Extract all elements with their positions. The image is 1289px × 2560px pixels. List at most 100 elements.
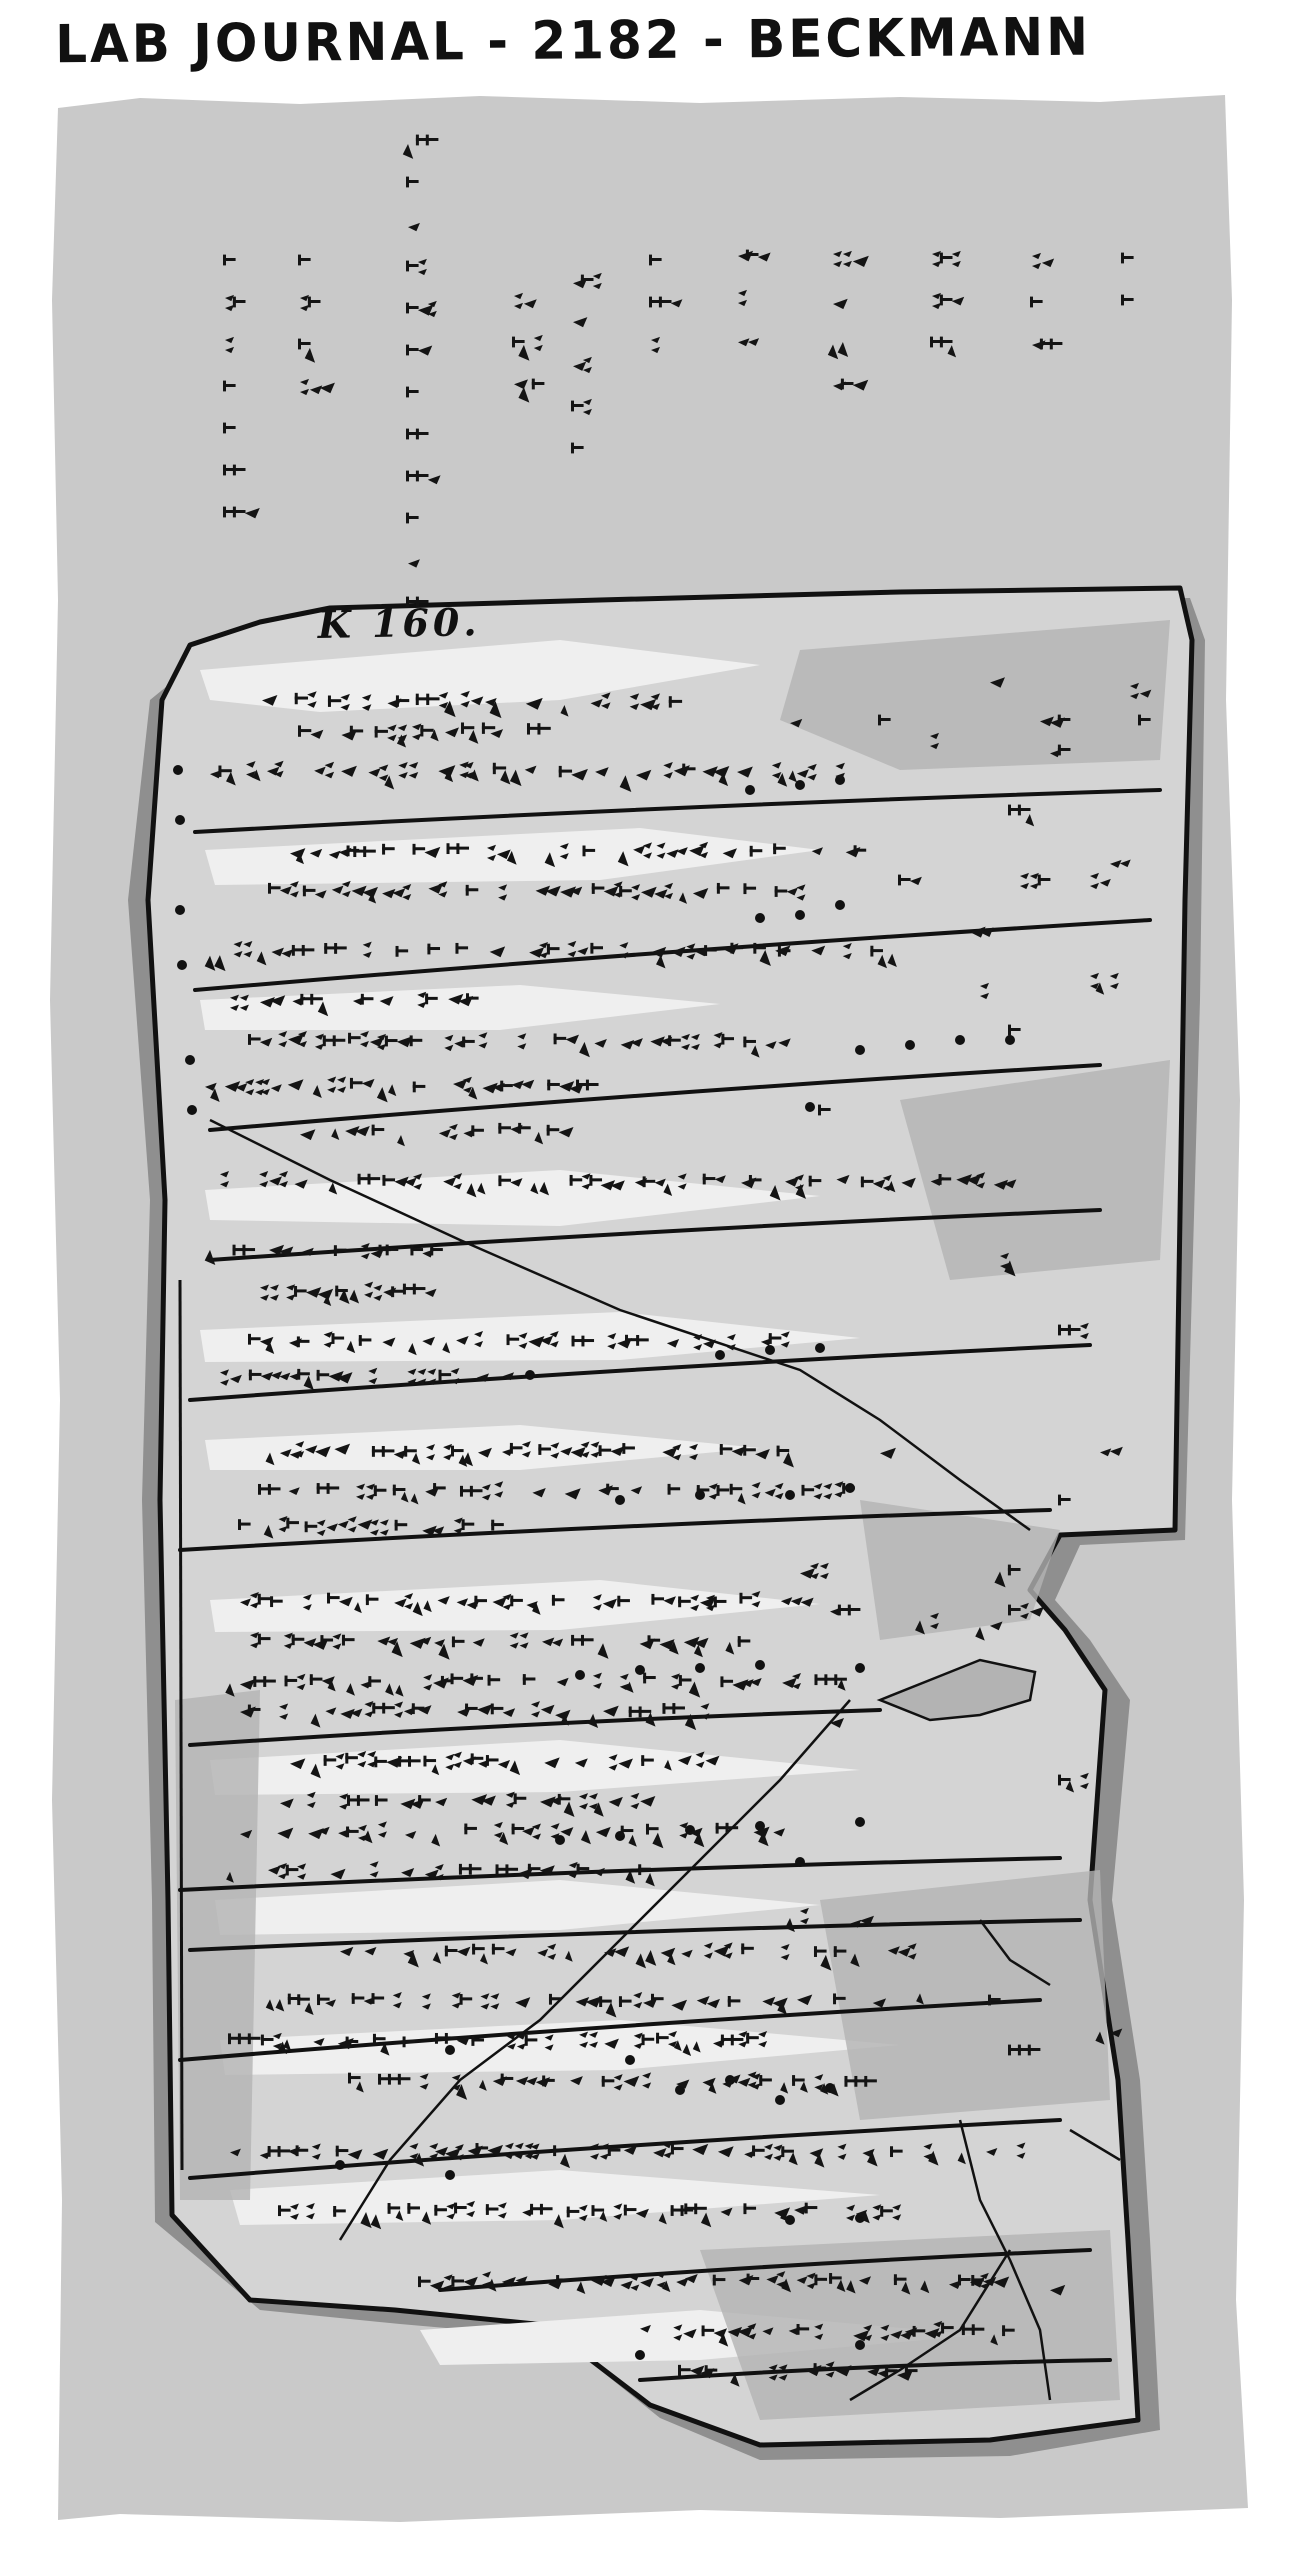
separator-dot (185, 1055, 195, 1065)
cuneiform-sign (619, 769, 652, 792)
ruling-line (188, 1343, 1092, 1402)
cuneiform-sign (340, 1946, 354, 1957)
cuneiform-sign (333, 2205, 346, 2217)
cuneiform-sign (986, 2147, 998, 2156)
cuneiform-sign (920, 2280, 930, 2294)
cuneiform-sign (771, 761, 797, 787)
cuneiform-sign (560, 886, 583, 898)
cuneiform-sign (643, 1672, 656, 1684)
cuneiform-sign (923, 2143, 939, 2166)
cuneiform-sign (671, 1999, 688, 2011)
cuneiform-sign (325, 1999, 336, 2007)
cuneiform-sign (850, 1915, 874, 1928)
cuneiform-sign (544, 2034, 554, 2051)
cuneiform-sign (297, 1863, 307, 1880)
cuneiform-sign (504, 2142, 534, 2160)
cuneiform-sign (418, 1705, 432, 1715)
separator-dot (855, 1663, 865, 1673)
cuneiform-sign (278, 1030, 307, 1048)
cuneiform-sign (1008, 804, 1035, 827)
separator-dot (855, 2340, 865, 2350)
separator-dot (445, 2045, 455, 2055)
cuneiform-sign (590, 2143, 621, 2160)
cuneiform-sign (1130, 682, 1152, 700)
cuneiform-sign (351, 1993, 385, 2005)
cuneiform-sign (564, 1488, 581, 1500)
cuneiform-sign (371, 1124, 385, 1136)
cuneiform-sign (1008, 2044, 1041, 2056)
cuneiform-sign (511, 1079, 535, 1090)
ruling-line (178, 1998, 1042, 2062)
cuneiform-sign (598, 1445, 625, 1457)
cuneiform-sign (738, 289, 747, 307)
cuneiform-sign (346, 1676, 381, 1696)
cuneiform-sign (990, 677, 1005, 688)
separator-dot (765, 1345, 775, 1355)
cuneiform-sign (571, 1634, 594, 1646)
cuneiform-sign (553, 2145, 571, 2169)
cuneiform-sign (957, 2152, 966, 2165)
cuneiform-sign (378, 2073, 411, 2085)
cuneiform-sign (253, 1676, 276, 1687)
cuneiform-sign (527, 1863, 555, 1876)
cuneiform-sign (1110, 859, 1131, 868)
separator-dot (755, 913, 765, 923)
cuneiform-sign (230, 2148, 241, 2157)
cuneiform-sign (406, 428, 429, 440)
cuneiform-sign (362, 886, 396, 904)
cuneiform-sign (506, 2033, 538, 2050)
cuneiform-sign (1008, 1024, 1021, 1036)
ruling-line (208, 1063, 1102, 1132)
cuneiform-sign (361, 694, 372, 711)
cuneiform-sign (377, 1636, 403, 1658)
cuneiform-sign (300, 1129, 316, 1141)
cuneiform-sign (328, 1182, 338, 1195)
cuneiform-sign (256, 947, 294, 966)
cuneiform-sign (682, 2041, 701, 2057)
cuneiform-sign (1016, 2142, 1026, 2159)
cuneiform-sign (498, 1175, 523, 1187)
cuneiform-sign (777, 945, 791, 957)
cuneiform-sign (279, 1703, 289, 1720)
cuneiform-sign (294, 1179, 308, 1189)
cuneiform-sign (408, 222, 420, 232)
cuneiform-sign (607, 1333, 638, 1350)
cuneiform-sign (553, 2204, 588, 2229)
cuneiform-sign (768, 2364, 788, 2381)
cuneiform-sign (537, 1943, 557, 1960)
cuneiform-sign (738, 338, 760, 347)
cuneiform-sign (248, 1333, 275, 1354)
cuneiform-sign (461, 722, 496, 744)
cuneiform-sign (750, 1678, 762, 1687)
cuneiform-sign (780, 2075, 808, 2094)
cuneiform-sign (418, 2276, 445, 2291)
cuneiform-sign (656, 2271, 689, 2293)
cuneiform-sign (666, 1339, 680, 1348)
cuneiform-sign (377, 1033, 413, 1051)
cuneiform-sign (778, 1038, 791, 1048)
cuneiform-sign (737, 766, 753, 778)
cuneiform-sign (467, 2143, 504, 2157)
separator-dots (173, 765, 1015, 2360)
cuneiform-sign (680, 1033, 700, 1051)
cuneiform-sign (435, 2144, 464, 2161)
cuneiform-sign (474, 1330, 484, 1348)
cuneiform-sign (421, 2203, 456, 2225)
separator-dot (625, 2055, 635, 2065)
cuneiform-sign (349, 1077, 375, 1089)
cuneiform-sign (702, 2077, 734, 2094)
cuneiform-sign (571, 1335, 595, 1347)
cuneiform-sign (448, 993, 479, 1007)
cuneiform-sign (980, 982, 989, 1000)
cuneiform-sign (314, 761, 335, 779)
cuneiform-sign (862, 2148, 878, 2167)
cuneiform-sign (741, 1174, 762, 1189)
cuneiform-sign (887, 1177, 916, 1193)
cuneiform-sign (653, 2141, 684, 2159)
cuneiform-sign (715, 1822, 739, 1834)
cuneiform-sign (743, 1036, 777, 1058)
cuneiform-sign (336, 1372, 353, 1384)
cuneiform-sign (490, 1703, 516, 1718)
cuneiform-sign (353, 846, 376, 858)
cuneiform-sign (667, 1949, 693, 1966)
